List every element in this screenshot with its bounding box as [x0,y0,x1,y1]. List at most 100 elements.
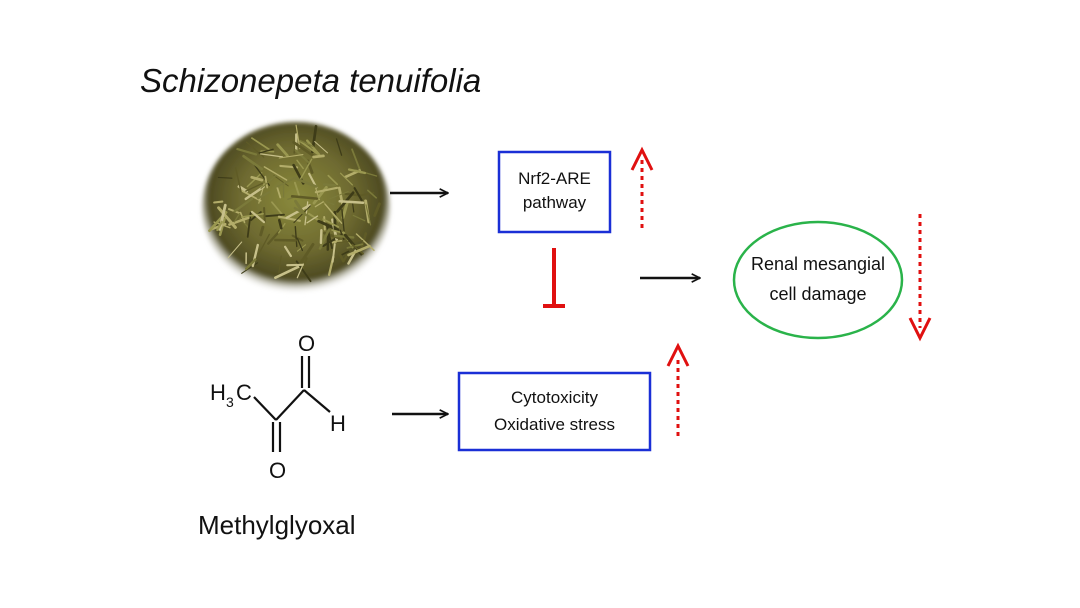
herb-strand [263,207,266,223]
plant-name: Schizonepeta tenuifolia [140,62,481,99]
herb-strand [216,220,223,232]
herb-strand [329,191,349,200]
compound-name: Methylglyoxal [198,510,356,540]
herb-strand [277,218,283,230]
herb-strand [302,257,308,269]
methyl-group-c: C [236,380,252,405]
increase-arrow-nrf2 [630,146,654,228]
herb-strand [234,166,242,193]
herb-strand [327,174,339,186]
herb-strand [250,175,264,182]
herb-strand [339,229,345,241]
herb-strand [351,243,364,255]
stress-box: Cytotoxicity Oxidative stress [457,371,652,452]
herb-strand [259,153,284,158]
herb-strand [251,137,271,151]
herb-strand [306,139,321,157]
herb-photo [202,122,390,294]
herb-strand [341,208,346,236]
herb-strand [293,176,318,188]
herb-strand [355,233,375,252]
herb-strand [322,183,337,187]
herb-strand [284,245,292,258]
herb-strand [293,205,311,224]
herb-strand [296,238,304,252]
herb-strand [322,218,340,228]
herb-strand [351,148,362,174]
herb-strand [245,182,264,192]
herb-strand [312,154,325,159]
herb-strand [325,223,333,249]
herb-strand [213,200,224,204]
decrease-arrow-outcome [908,214,932,342]
herb-strand [276,143,289,157]
herb-strand [341,200,349,220]
herb-strand [314,201,324,208]
herb-strand [274,265,300,280]
herb-strand [257,190,271,200]
herb-strand [276,187,282,199]
herb-strand [340,250,350,256]
herb-strand [258,148,274,154]
herb-strand [335,138,343,156]
herb-strand [290,194,319,200]
herb-strand [352,214,366,222]
nrf2-box-line1: Nrf2-ARE [518,169,591,188]
outcome-node: Renal mesangial cell damage [732,220,904,340]
herb-strand [338,252,345,263]
herb-strand [294,225,298,248]
herb-strand [236,148,258,156]
oxygen-top: O [298,331,315,356]
herb-strand [318,228,331,250]
herb-strand [328,240,343,244]
herb-strand [241,262,259,274]
herb-strand [263,166,288,181]
herb-strand [278,154,304,159]
herb-strand [334,234,355,239]
herb-strand [245,141,265,158]
methyl-group-sub: 3 [226,394,234,410]
herb-strand [296,159,304,170]
herb-strand [347,244,371,257]
herb-strand [278,255,282,274]
methylglyoxal-structure: H 3 C O O H [210,331,346,483]
herb-strand [365,204,372,226]
herb-strand [299,140,319,155]
herb-strand [233,197,254,213]
herb-strand [227,241,243,259]
stress-box-line2: Oxidative stress [494,415,615,434]
herb-strand [271,201,284,216]
herb-strand [314,141,328,154]
herb-strand [244,185,265,201]
herb-strand [259,225,265,237]
herb-strand [339,172,353,186]
herb-strand [245,258,257,270]
herb-strand [294,149,310,164]
herb-strand [314,186,339,194]
stress-box-line1: Cytotoxicity [511,388,598,407]
herb-strand [267,230,281,245]
herb-strand [299,242,315,264]
herb-strand [324,203,343,224]
herb-strand [298,158,313,182]
herb-strand [246,172,263,188]
herb-strand [373,202,381,217]
herb-strand [217,176,233,179]
herb-strand [352,203,355,213]
herb-strand [257,233,270,256]
herb-strand [218,217,226,236]
herb-strand [331,243,336,263]
increase-arrow-stress [666,342,690,436]
herb-strand [296,263,304,279]
herb-strand [292,140,317,159]
herb-strand [338,200,365,205]
herb-strand [319,228,323,245]
inhibition-symbol [543,248,565,308]
herb-strand [293,181,300,197]
herb-strand [299,139,315,148]
herb-strand [233,212,241,223]
herb-strand [264,175,269,189]
herb-strand [265,213,285,218]
